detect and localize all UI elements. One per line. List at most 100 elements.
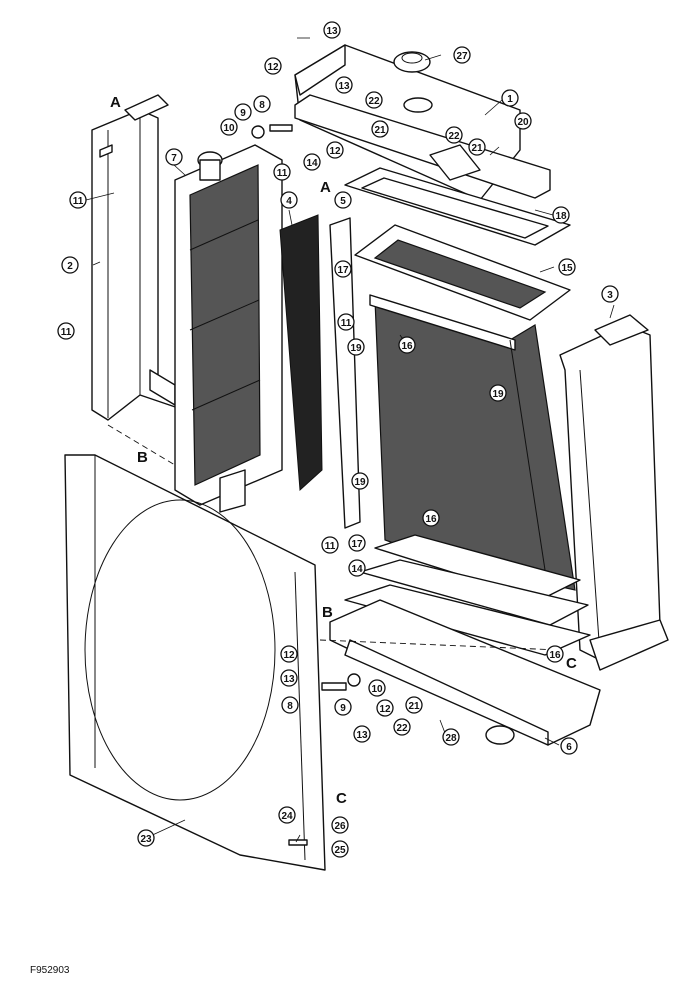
callout-19: 19 bbox=[347, 338, 365, 356]
callout-12: 12 bbox=[376, 699, 394, 717]
svg-text:2: 2 bbox=[67, 261, 73, 272]
callout-4: 4 bbox=[280, 191, 298, 209]
callout-11: 11 bbox=[57, 322, 75, 340]
callout-13: 13 bbox=[353, 725, 371, 743]
callout-2: 2 bbox=[61, 256, 79, 274]
callout-5: 5 bbox=[334, 191, 352, 209]
svg-text:13: 13 bbox=[338, 81, 350, 92]
svg-text:13: 13 bbox=[356, 730, 368, 741]
callout-12: 12 bbox=[264, 57, 282, 75]
svg-text:14: 14 bbox=[306, 158, 318, 169]
svg-text:13: 13 bbox=[326, 26, 338, 37]
svg-text:11: 11 bbox=[325, 541, 336, 552]
section-letter-b: B bbox=[322, 604, 333, 621]
svg-text:6: 6 bbox=[566, 742, 572, 753]
core-top-plate bbox=[354, 224, 571, 321]
svg-text:18: 18 bbox=[555, 211, 567, 222]
radiator-cap bbox=[393, 51, 431, 73]
svg-text:21: 21 bbox=[471, 143, 483, 154]
callout-10: 10 bbox=[368, 679, 386, 697]
svg-text:22: 22 bbox=[396, 723, 408, 734]
svg-text:10: 10 bbox=[223, 123, 235, 134]
callout-17: 17 bbox=[348, 534, 366, 552]
callout-27: 27 bbox=[453, 46, 471, 64]
callout-9: 9 bbox=[234, 103, 252, 121]
fan-shroud bbox=[64, 454, 326, 871]
callout-22: 22 bbox=[393, 718, 411, 736]
svg-text:11: 11 bbox=[61, 327, 72, 338]
svg-text:12: 12 bbox=[267, 62, 279, 73]
alignment-line-c bbox=[319, 639, 561, 651]
svg-text:14: 14 bbox=[351, 564, 363, 575]
svg-text:16: 16 bbox=[425, 514, 437, 525]
callout-25: 25 bbox=[331, 840, 349, 858]
left-bracket bbox=[91, 94, 191, 421]
callout-28: 28 bbox=[442, 728, 460, 746]
callout-13: 13 bbox=[280, 669, 298, 687]
svg-text:8: 8 bbox=[259, 100, 265, 111]
figure-id: F952903 bbox=[30, 965, 70, 976]
svg-text:19: 19 bbox=[492, 389, 504, 400]
svg-text:11: 11 bbox=[73, 196, 84, 207]
svg-text:21: 21 bbox=[374, 125, 386, 136]
section-letter-b: B bbox=[137, 449, 148, 466]
callout-23: 23 bbox=[137, 829, 155, 847]
svg-text:19: 19 bbox=[354, 477, 366, 488]
callout-12: 12 bbox=[280, 645, 298, 663]
right-bracket bbox=[559, 314, 669, 671]
svg-text:10: 10 bbox=[371, 684, 383, 695]
svg-text:12: 12 bbox=[283, 650, 295, 661]
callout-3: 3 bbox=[601, 285, 619, 303]
svg-text:23: 23 bbox=[140, 834, 152, 845]
hardware bbox=[251, 124, 361, 846]
svg-text:20: 20 bbox=[517, 117, 529, 128]
svg-text:16: 16 bbox=[401, 341, 413, 352]
oil-cooler bbox=[174, 144, 283, 513]
callout-21: 21 bbox=[468, 138, 486, 156]
callout-11: 11 bbox=[69, 191, 87, 209]
svg-text:27: 27 bbox=[456, 51, 468, 62]
callout-8: 8 bbox=[253, 95, 271, 113]
callout-12: 12 bbox=[326, 141, 344, 159]
callout-19: 19 bbox=[489, 384, 507, 402]
svg-text:9: 9 bbox=[340, 703, 346, 714]
svg-text:21: 21 bbox=[408, 701, 420, 712]
callout-16: 16 bbox=[398, 336, 416, 354]
svg-text:5: 5 bbox=[340, 196, 346, 207]
callout-7: 7 bbox=[165, 148, 183, 166]
svg-text:16: 16 bbox=[549, 650, 561, 661]
svg-text:1: 1 bbox=[507, 94, 513, 105]
svg-text:8: 8 bbox=[287, 701, 293, 712]
callout-10: 10 bbox=[220, 118, 238, 136]
svg-text:7: 7 bbox=[171, 153, 177, 164]
callout-16: 16 bbox=[422, 509, 440, 527]
callout-14: 14 bbox=[303, 153, 321, 171]
svg-text:19: 19 bbox=[350, 343, 362, 354]
svg-text:12: 12 bbox=[379, 704, 391, 715]
section-letter-c: C bbox=[336, 790, 347, 807]
svg-text:22: 22 bbox=[368, 96, 380, 107]
callout-15: 15 bbox=[558, 258, 576, 276]
callout-16: 16 bbox=[546, 645, 564, 663]
svg-text:17: 17 bbox=[351, 539, 363, 550]
callout-21: 21 bbox=[405, 696, 423, 714]
callout-1: 1 bbox=[501, 89, 519, 107]
svg-text:15: 15 bbox=[561, 263, 573, 274]
svg-text:11: 11 bbox=[341, 318, 352, 329]
svg-text:12: 12 bbox=[329, 146, 341, 157]
svg-text:26: 26 bbox=[334, 821, 346, 832]
section-letter-a: A bbox=[320, 179, 331, 196]
callout-19: 19 bbox=[351, 472, 369, 490]
alignment-line-b bbox=[107, 424, 201, 481]
svg-text:11: 11 bbox=[277, 168, 288, 179]
callout-26: 26 bbox=[331, 816, 349, 834]
callout-22: 22 bbox=[445, 126, 463, 144]
section-letter-a: A bbox=[110, 94, 121, 111]
svg-text:28: 28 bbox=[445, 733, 457, 744]
callout-20: 20 bbox=[514, 112, 532, 130]
svg-text:3: 3 bbox=[607, 290, 613, 301]
side-plate bbox=[329, 217, 361, 529]
callout-14: 14 bbox=[348, 559, 366, 577]
callout-6: 6 bbox=[560, 737, 578, 755]
